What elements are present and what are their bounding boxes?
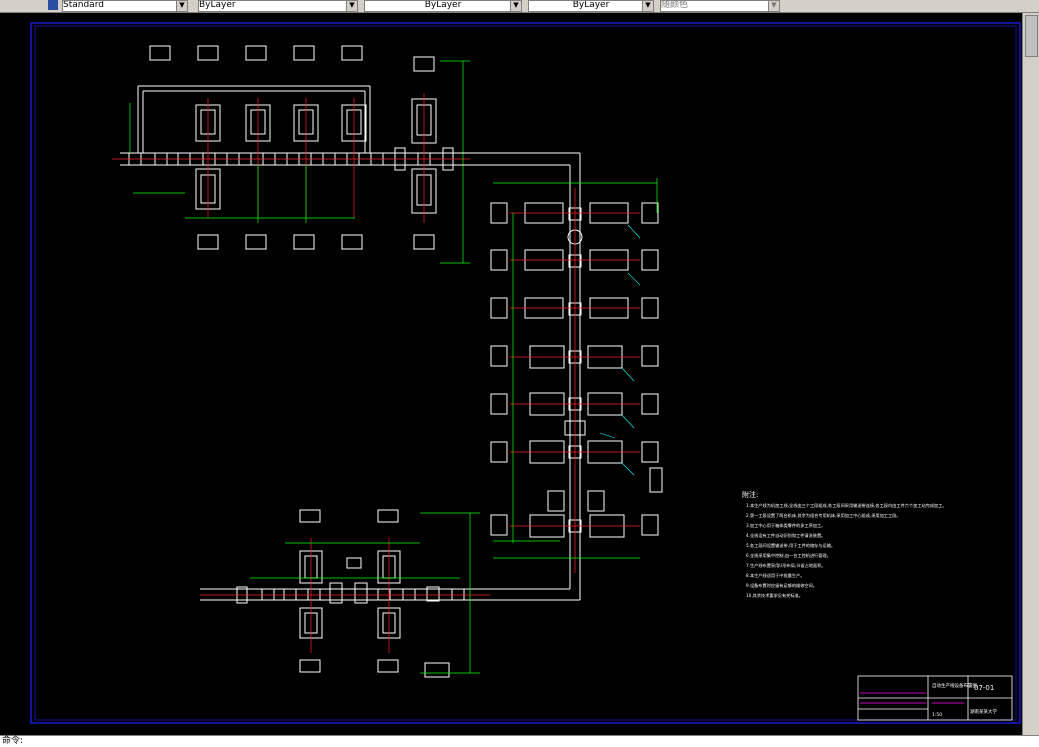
notes-block: 1.本生产线为机加工线,全线由三个工段组成,各工段间采用输送带连接,各工段内由工… [746,502,947,599]
centerlines-top [112,93,470,223]
vertical-line-stations [490,202,663,538]
notes-title: 附注: [742,490,758,499]
chevron-down-icon: ▼ [346,1,357,11]
note-line: 4.全线设有工件自动识别和工件清洗装置。 [746,532,825,539]
text-style-value: Standard [63,0,104,10]
leaders-vertical [599,224,641,476]
note-line: 7.生产线布置采用U形布局,节省占地面积。 [746,562,826,569]
note-line: 1.本生产线为机加工线,全线由三个工段组成,各工段间采用输送带连接,各工段内由工… [746,502,947,509]
note-line: 3.加工中心用于箱体类零件的多工序加工。 [746,522,825,529]
note-line: 2.第一工段设置了两台机床,其余为组合专用机床,采用加工中心组成,采用加工工段。 [746,512,901,519]
plot-style-dropdown[interactable]: 随颜色 ▼ [660,0,780,12]
plot-style-value: 随颜色 [661,0,689,10]
note-line: 8.本生产线适用于中批量生产。 [746,572,804,579]
note-line: 5.各工段间设置输送带,用于工件的储存与运输。 [746,542,835,549]
layer-color-dropdown[interactable]: ByLayer ▼ [198,0,358,12]
drawing-canvas[interactable]: 附注: 1.本生产线为机加工线,全线由三个工段组成,各工段间采用输送带连接,各工… [0,13,1023,735]
note-line: 6.全线采用集中控制,由一台工控机进行管理。 [746,552,831,559]
dims-top [129,60,470,264]
linetype-value: ByLayer [424,0,462,10]
chevron-down-icon: ▼ [510,1,521,11]
vertical-scrollbar[interactable] [1022,13,1039,735]
linetype-dropdown[interactable]: ByLayer ▼ [364,0,522,12]
text-style-icon[interactable] [48,0,58,10]
cad-drawing: 附注: 1.本生产线为机加工线,全线由三个工段组成,各工段间采用输送带连接,各工… [30,22,1021,724]
drawing-name: 自动生产线设备布置图 [932,682,977,689]
outer-frame [30,22,1021,724]
transfer-connector [460,152,581,593]
command-prompt: 命令: [2,736,24,746]
title-block [857,675,1013,721]
scale-value: 1:50 [932,712,942,718]
line-section-1 [120,85,460,166]
centerlines-bottom [200,538,490,653]
text-style-dropdown[interactable]: Standard ▼ [62,0,188,12]
title-block-magenta [860,692,964,704]
machines-top-lower [195,168,437,214]
command-line[interactable]: 命令: [0,735,1039,747]
operator-boxes-top [149,45,435,250]
inner-frame [34,25,1017,721]
machines-top-upper [195,98,437,144]
properties-toolbar: Standard ▼ ByLayer ▼ ByLayer ▼ ByLayer ▼… [0,0,1039,13]
note-line: 9.设备布置时应留有足够的维修空间。 [746,582,817,589]
chevron-down-icon: ▼ [768,1,779,11]
lineweight-dropdown[interactable]: ByLayer ▼ [528,0,654,12]
line-section-3 [200,509,581,678]
drawing-number: 07-01 [974,684,994,692]
chevron-down-icon: ▼ [176,1,187,11]
dims-vertical [493,178,658,559]
centerlines-vertical [510,188,640,573]
company-name: 湖南某某大学 [970,708,997,715]
chevron-down-icon: ▼ [642,1,653,11]
note-line: 10.其余技术要求见有关标准。 [746,592,803,599]
lineweight-value: ByLayer [572,0,610,10]
dims-bottom [250,512,480,674]
layer-color-value: ByLayer [199,0,236,10]
scrollbar-thumb[interactable] [1025,15,1038,57]
